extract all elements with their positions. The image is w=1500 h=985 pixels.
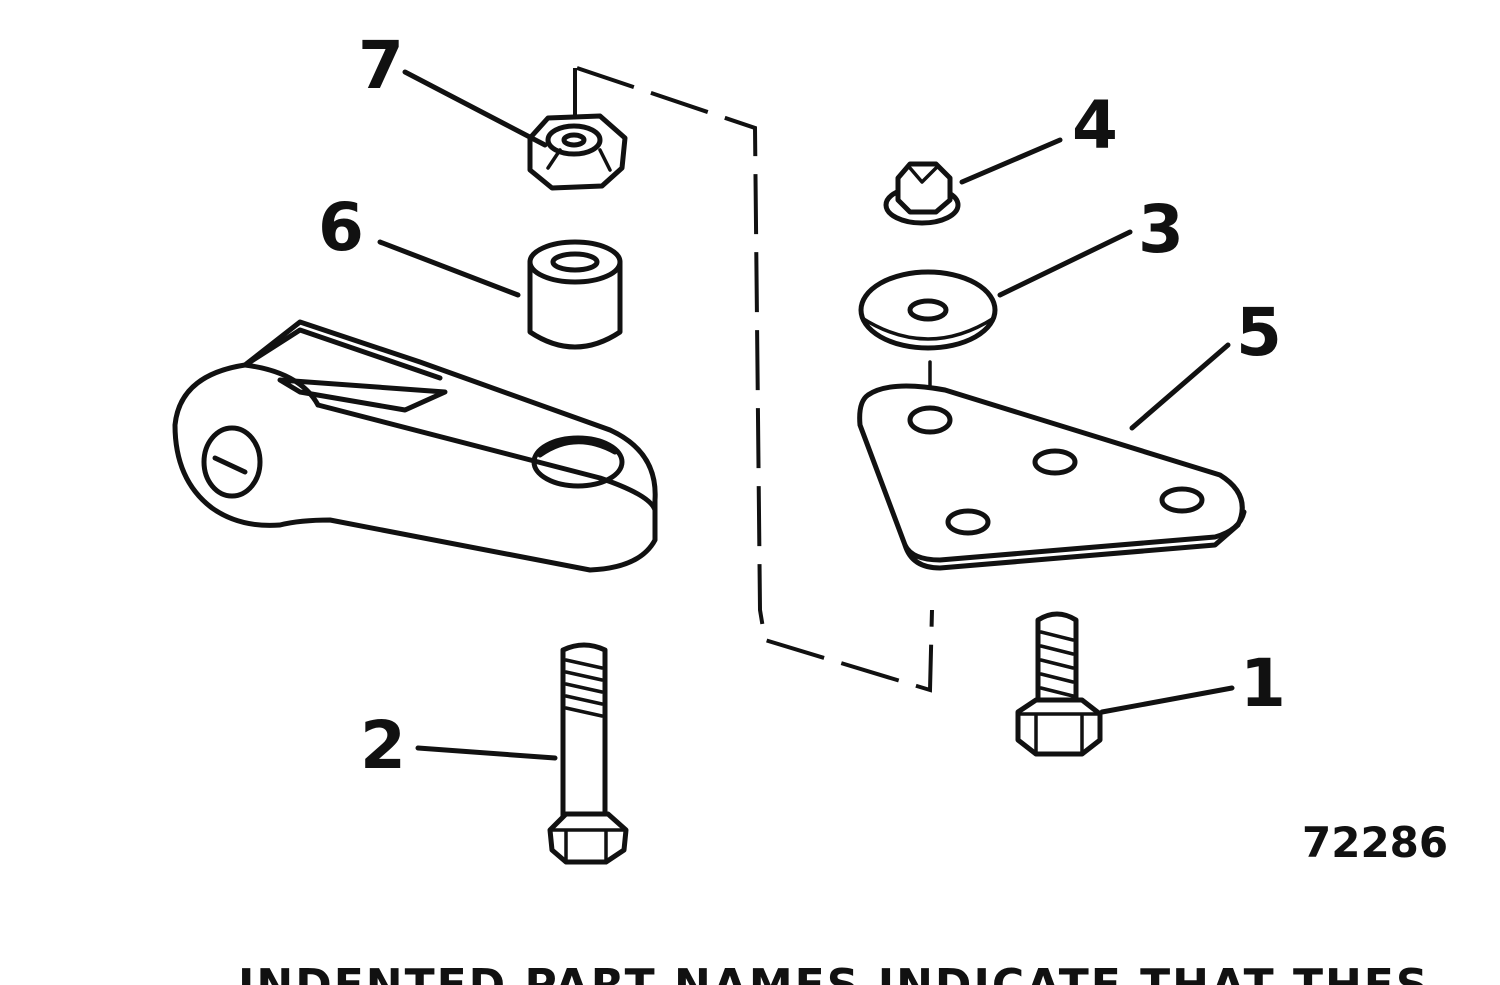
callout-leader-lines bbox=[377, 69, 1235, 761]
leader-line-7 bbox=[402, 69, 548, 148]
leader-line-4 bbox=[959, 137, 1063, 185]
footer-note-text: INDENTED PART NAMES INDICATE THAT THES bbox=[238, 960, 1430, 985]
part-6-spacer-bushing bbox=[527, 239, 623, 350]
leader-line-2 bbox=[415, 745, 558, 761]
part-3-flat-washer bbox=[858, 269, 998, 351]
part-5-triangular-plate bbox=[857, 383, 1247, 571]
leader-line-1 bbox=[1099, 685, 1235, 715]
part-2-long-bolt bbox=[547, 642, 629, 865]
callout-5: 5 bbox=[1236, 294, 1282, 371]
callout-6: 6 bbox=[318, 189, 364, 266]
part-7-hex-nut bbox=[527, 113, 628, 191]
leader-line-3 bbox=[997, 229, 1133, 298]
callout-1: 1 bbox=[1240, 645, 1286, 722]
callout-4: 4 bbox=[1072, 87, 1118, 164]
figure-number: 72286 bbox=[1302, 818, 1448, 867]
callout-3: 3 bbox=[1138, 191, 1184, 268]
part-4-flange-nut bbox=[883, 161, 961, 226]
leader-line-5 bbox=[1129, 342, 1231, 431]
part-1-short-bolt bbox=[1015, 611, 1103, 757]
callout-7: 7 bbox=[358, 27, 404, 104]
leader-line-6 bbox=[377, 239, 521, 298]
assembly-bracket-dashed-line bbox=[573, 66, 934, 693]
lever-arm bbox=[172, 319, 658, 573]
callout-2: 2 bbox=[360, 707, 406, 784]
